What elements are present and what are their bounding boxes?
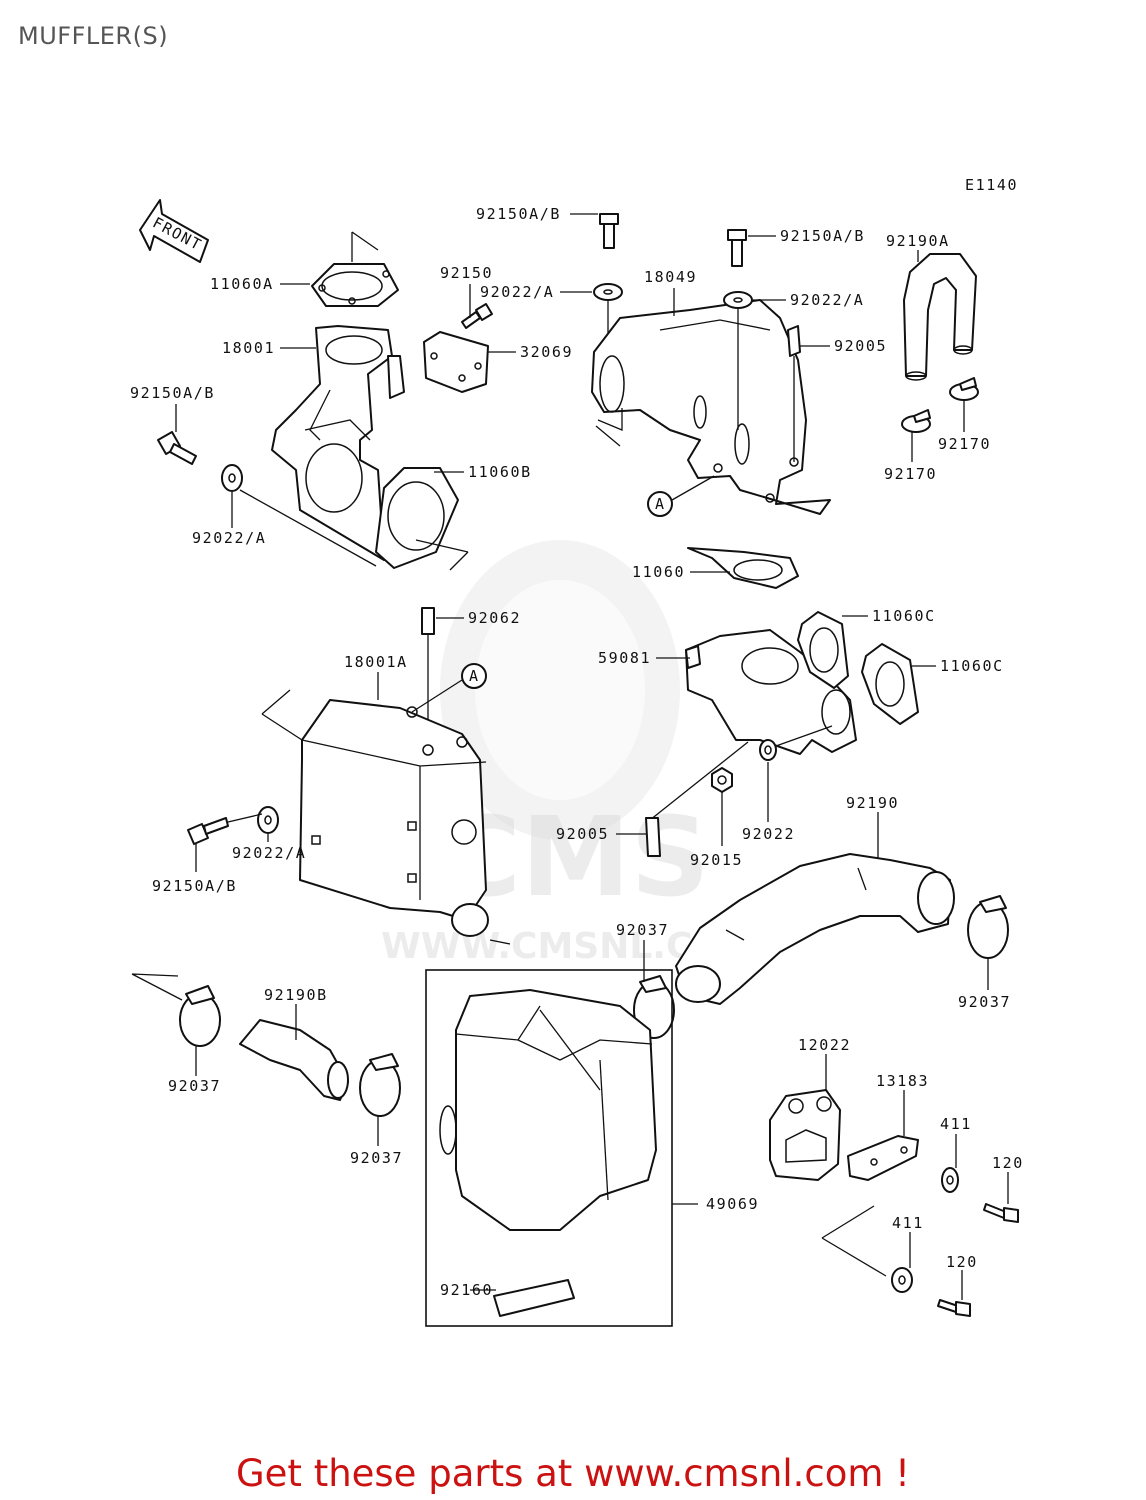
gasket-11060b [239, 467, 469, 571]
clamp-92037-right [967, 895, 1009, 959]
part-label[interactable]: 59081 [598, 649, 651, 667]
gasket-11060c-b [861, 643, 919, 725]
part-label[interactable]: 92062 [468, 609, 521, 627]
part-label[interactable]: 92005 [556, 825, 609, 843]
callout-a-upper: A [647, 475, 715, 517]
part-label[interactable]: 11060 [632, 563, 685, 581]
part-label[interactable]: 92037 [616, 921, 669, 939]
bolt-92150ab-top-left [593, 213, 623, 340]
bolt-92150ab-lower [187, 806, 279, 845]
clamp-92037-lower [359, 1053, 401, 1117]
svg-text:A: A [469, 667, 480, 685]
part-label[interactable]: 411 [892, 1214, 924, 1232]
part-label[interactable]: 92037 [168, 1077, 221, 1095]
hose-92190a [903, 253, 977, 381]
part-label[interactable]: 92150 [440, 264, 493, 282]
part-label[interactable]: 92150A/B [130, 384, 215, 402]
emblem-12022 [769, 1089, 841, 1181]
muffler-49069-frame [425, 969, 673, 1327]
callout-a-lower: A [411, 663, 487, 713]
part-label[interactable]: 92150A/B [476, 205, 561, 223]
gasket-11060c-a [797, 611, 849, 689]
footer-link[interactable]: Get these parts at www.cmsnl.com ! [235, 1452, 910, 1495]
page-title: MUFFLER(S) [18, 22, 169, 50]
front-arrow-icon: FRONT [139, 199, 209, 263]
bolt-92150 [461, 303, 493, 329]
exhaust-manifold-18049 [591, 299, 831, 515]
part-label[interactable]: 92022 [742, 825, 795, 843]
part-label[interactable]: 11060C [940, 657, 1004, 675]
nut-92015 [711, 767, 733, 793]
exhaust-pipe-18001 [271, 325, 405, 561]
leader-lines [175, 213, 1009, 1300]
part-label[interactable]: 120 [946, 1253, 978, 1271]
part-label[interactable]: 18001A [344, 653, 408, 671]
part-label[interactable]: 92015 [690, 851, 743, 869]
clamp-92170-b [901, 409, 931, 433]
part-label[interactable]: 13183 [876, 1072, 929, 1090]
washer-92022 [759, 725, 833, 761]
bolt-92150ab-top-right [723, 229, 753, 430]
muffler-49069 [439, 989, 657, 1231]
part-label[interactable]: 92150A/B [152, 877, 237, 895]
part-label[interactable]: 11060C [872, 607, 936, 625]
part-label[interactable]: 18049 [644, 268, 697, 286]
part-label[interactable]: 92170 [938, 435, 991, 453]
part-label[interactable]: 49069 [706, 1195, 759, 1213]
hose-92190 [675, 853, 955, 1005]
plate-13183 [821, 1135, 919, 1277]
label-sticker-92160 [493, 1279, 575, 1317]
exploded-parts-diagram: CMS WWW.CMSNL.COM FRONT E1140 [130, 176, 1024, 1327]
part-label[interactable]: 92022/A [192, 529, 266, 547]
part-label[interactable]: 92022/A [232, 844, 306, 862]
hose-92190b [239, 1019, 349, 1101]
bolt-92150ab-left [157, 431, 243, 492]
screw-120-upper [983, 1203, 1019, 1223]
part-label[interactable]: 92190B [264, 986, 328, 1004]
clamp-92170-a [949, 377, 979, 401]
screw-120-lower [937, 1299, 971, 1317]
part-label[interactable]: 92170 [884, 465, 937, 483]
exhaust-pipe-18001a [261, 689, 511, 945]
fitting-92005-lower [645, 817, 661, 857]
part-label[interactable]: 411 [940, 1115, 972, 1133]
part-label[interactable]: 11060A [210, 275, 274, 293]
fitting-92005-upper [787, 325, 801, 462]
cmsnl-watermark: CMS WWW.CMSNL.COM [381, 540, 759, 967]
part-label[interactable]: 92022/A [480, 283, 554, 301]
part-label[interactable]: 92037 [958, 993, 1011, 1011]
gasket-11060 [687, 547, 799, 589]
part-label[interactable]: 92005 [834, 337, 887, 355]
bracket-32069 [423, 331, 489, 393]
svg-text:A: A [655, 495, 666, 513]
part-label[interactable]: 12022 [798, 1036, 851, 1054]
part-labels: 92150A/B 92150A/B 92190A 11060A 92150 92… [130, 205, 1024, 1299]
gasket-11060a [311, 231, 399, 307]
part-label[interactable]: 92037 [350, 1149, 403, 1167]
part-label[interactable]: 18001 [222, 339, 275, 357]
part-label[interactable]: 11060B [468, 463, 532, 481]
part-label[interactable]: 32069 [520, 343, 573, 361]
washer-411-lower [891, 1267, 913, 1293]
pipe-59081 [649, 629, 857, 821]
part-label[interactable]: 92190 [846, 794, 899, 812]
part-label[interactable]: 92160 [440, 1281, 493, 1299]
part-label[interactable]: 92190A [886, 232, 950, 250]
diagram-code: E1140 [965, 176, 1018, 194]
part-label[interactable]: 92022/A [790, 291, 864, 309]
part-label[interactable]: 92150A/B [780, 227, 865, 245]
washer-411-upper [941, 1167, 959, 1193]
clamp-92037-left [131, 973, 221, 1047]
part-label[interactable]: 120 [992, 1154, 1024, 1172]
